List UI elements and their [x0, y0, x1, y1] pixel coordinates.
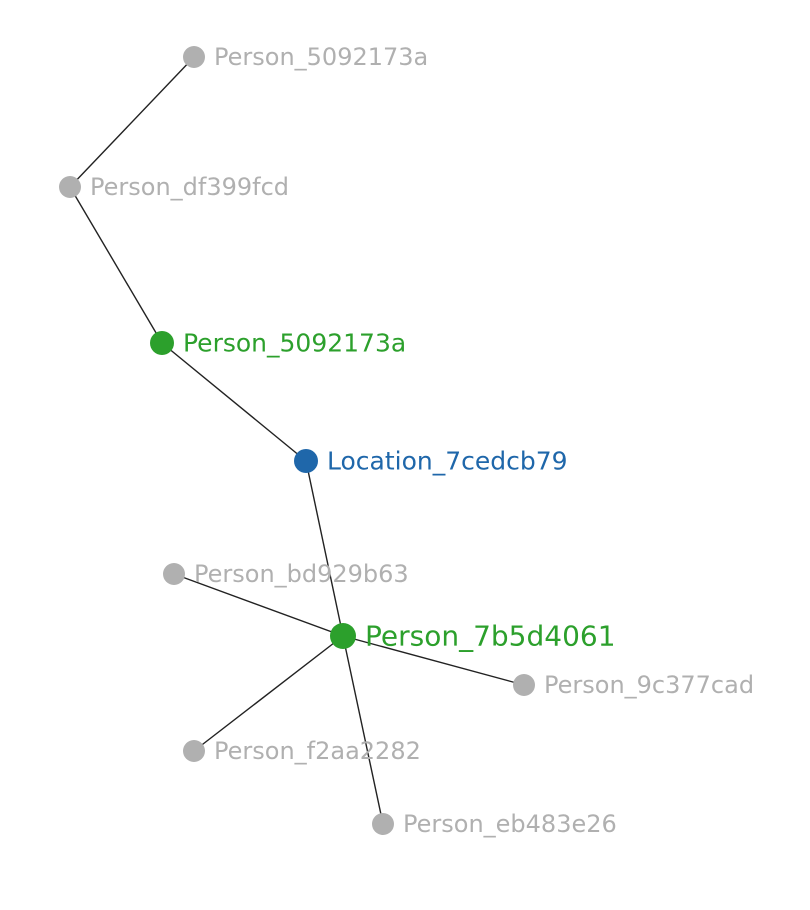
graph-edge: [342, 635, 384, 825]
node-label: Person_f2aa2282: [214, 737, 421, 765]
graph-node[interactable]: Person_f2aa2282: [183, 737, 421, 765]
graph-node[interactable]: Location_7cedcb79: [294, 447, 568, 476]
graph-node[interactable]: Person_5092173a: [183, 43, 428, 71]
graph-node[interactable]: Person_eb483e26: [372, 810, 617, 838]
node-dot[interactable]: [150, 331, 174, 355]
graph-nodes: Person_5092173aPerson_df399fcdPerson_509…: [59, 43, 754, 838]
graph-edge: [173, 573, 344, 637]
graph-edge: [305, 460, 344, 637]
node-dot[interactable]: [183, 740, 205, 762]
node-label: Person_9c377cad: [544, 671, 754, 699]
node-label: Person_5092173a: [214, 43, 428, 71]
node-dot[interactable]: [183, 46, 205, 68]
node-dot[interactable]: [59, 176, 81, 198]
graph-node[interactable]: Person_5092173a: [150, 329, 406, 358]
graph-edge: [69, 56, 195, 188]
node-label: Person_5092173a: [183, 329, 406, 358]
node-label: Person_7b5d4061: [365, 620, 616, 653]
graph-node[interactable]: Person_9c377cad: [513, 671, 754, 699]
graph-node[interactable]: Person_7b5d4061: [330, 620, 616, 653]
node-dot[interactable]: [294, 449, 318, 473]
node-dot[interactable]: [330, 623, 356, 649]
graph-edge: [342, 635, 525, 686]
node-dot[interactable]: [163, 563, 185, 585]
graph-node[interactable]: Person_bd929b63: [163, 560, 409, 588]
node-label: Person_bd929b63: [194, 560, 409, 588]
graph-edges: [69, 56, 525, 825]
node-label: Location_7cedcb79: [327, 447, 568, 476]
node-label: Person_eb483e26: [403, 810, 617, 838]
graph-edge: [69, 186, 163, 344]
graph-node[interactable]: Person_df399fcd: [59, 173, 289, 201]
node-label: Person_df399fcd: [90, 173, 289, 201]
node-dot[interactable]: [513, 674, 535, 696]
graph-edge: [161, 342, 307, 462]
node-dot[interactable]: [372, 813, 394, 835]
graph-edge: [193, 635, 344, 752]
